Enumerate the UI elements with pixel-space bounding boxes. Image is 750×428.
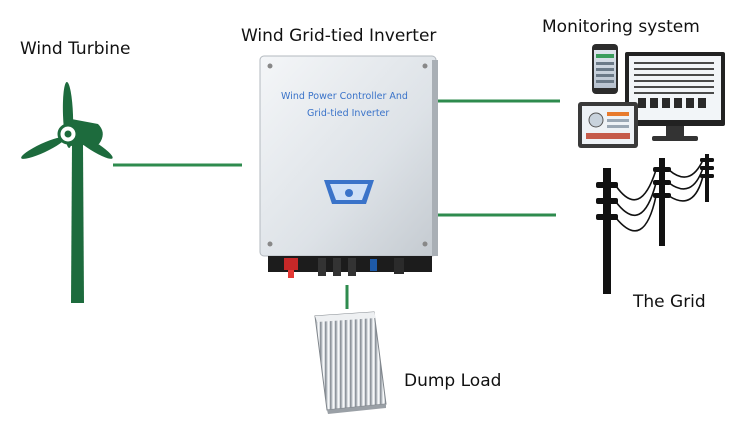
inverter-panel-line2: Grid-tied Inverter: [307, 108, 390, 119]
inverter-panel-line1: Wind Power Controller And: [281, 91, 408, 102]
inverter-label: Wind Grid-tied Inverter: [241, 26, 437, 46]
grid-poles-icon: [596, 154, 714, 294]
monitoring-icon: [578, 44, 725, 148]
dump-load-label: Dump Load: [404, 371, 502, 391]
wind-turbine-label: Wind Turbine: [20, 39, 131, 59]
dump-load-icon: [314, 311, 387, 414]
monitoring-label: Monitoring system: [542, 17, 700, 37]
grid-label: The Grid: [633, 292, 706, 312]
inverter-icon: [259, 55, 438, 278]
connector-lines: [113, 99, 560, 309]
wind-turbine-icon: [21, 82, 113, 303]
